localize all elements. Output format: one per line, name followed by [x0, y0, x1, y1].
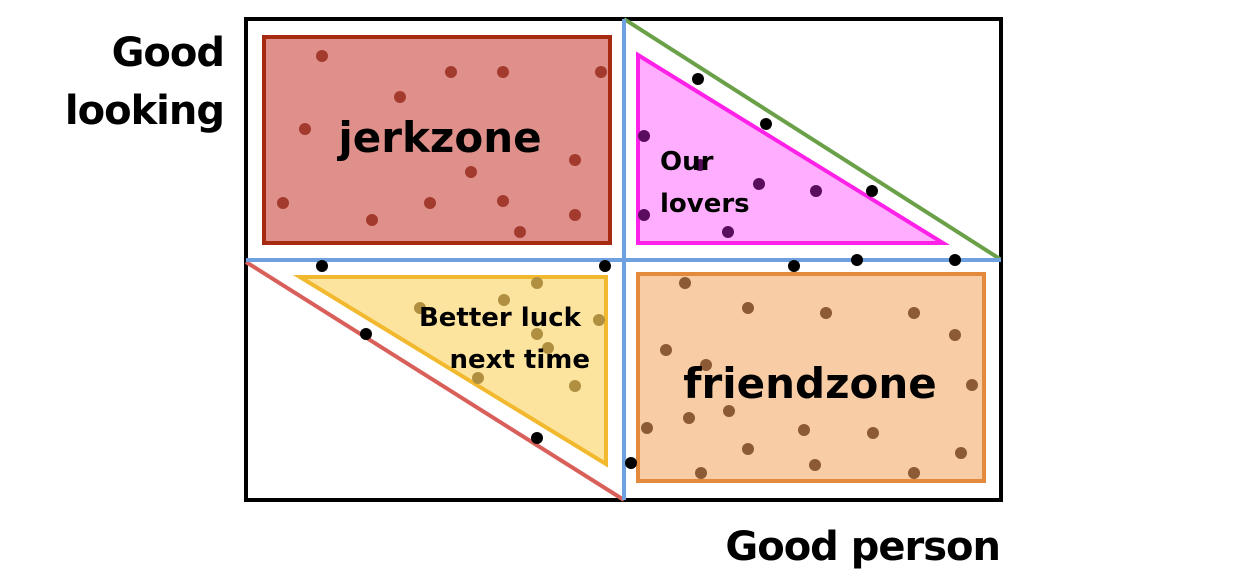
lovers-dot [638, 130, 650, 142]
friendzone-dot [742, 302, 754, 314]
better-luck-label: Better luck next time [419, 303, 590, 375]
upper-diagonal-line [622, 17, 1002, 261]
friendzone-dot [908, 307, 920, 319]
friendzone-dot [966, 379, 978, 391]
friendzone-dot [798, 424, 810, 436]
friendzone-dot [955, 447, 967, 459]
lovers-label: Our lovers [660, 147, 750, 219]
jerkzone-dot [497, 66, 509, 78]
scatter-dot [760, 118, 772, 130]
friendzone-dot [695, 467, 707, 479]
scatter-dot [866, 185, 878, 197]
better-luck-dot [531, 277, 543, 289]
friendzone-dot [660, 344, 672, 356]
jerkzone-dot [497, 195, 509, 207]
friendzone-dot [742, 443, 754, 455]
better-luck-dot [569, 380, 581, 392]
friendzone-dot [723, 405, 735, 417]
better-luck-dot [472, 372, 484, 384]
friendzone-dot [867, 427, 879, 439]
lovers-label-line-2: lovers [660, 189, 750, 219]
better-luck-dot [531, 328, 543, 340]
lovers-label-line-1: Our [660, 147, 714, 177]
friendzone-dot [683, 412, 695, 424]
friendzone-dot [679, 277, 691, 289]
friendzone-dot [949, 329, 961, 341]
scatter-dot [692, 73, 704, 85]
better-luck-dot [593, 314, 605, 326]
lovers-dot [694, 159, 706, 171]
jerkzone-dot [316, 50, 328, 62]
y-axis-label: Good looking [60, 24, 225, 140]
friendzone-dot [908, 467, 920, 479]
better-luck-dot [414, 302, 426, 314]
scatter-dot [599, 260, 611, 272]
scatter-dot [531, 432, 543, 444]
better-luck-label-line-2: next time [450, 345, 590, 375]
lovers-dot [638, 209, 650, 221]
jerkzone-dot [445, 66, 457, 78]
friendzone-dot [820, 307, 832, 319]
better-luck-dot [542, 342, 554, 354]
jerkzone-dot [366, 214, 378, 226]
jerkzone-dot [569, 209, 581, 221]
lovers-dot [753, 178, 765, 190]
jerkzone-dot [424, 197, 436, 209]
better-luck-label-line-1: Better luck [419, 303, 582, 333]
better-luck-dot [498, 294, 510, 306]
jerkzone-dot [394, 91, 406, 103]
scatter-dot [851, 254, 863, 266]
dots-layer [277, 50, 978, 479]
y-axis-label-line-1: Good [111, 30, 225, 76]
jerkzone-area [262, 35, 612, 245]
scatter-dot [316, 260, 328, 272]
friendzone-label: friendzone [683, 359, 937, 408]
friendzone-area [636, 272, 986, 483]
jerkzone-label: jerkzone [336, 113, 541, 162]
jerkzone-dot [569, 154, 581, 166]
jerkzone-dot [299, 123, 311, 135]
scatter-dot [949, 254, 961, 266]
lovers-area [636, 51, 951, 245]
jerkzone-dot [514, 226, 526, 238]
lower-diagonal-line [244, 260, 626, 502]
friendzone-dot [641, 422, 653, 434]
jerkzone-dot [277, 197, 289, 209]
scatter-dot [360, 328, 372, 340]
y-axis-label-line-2: looking [64, 88, 225, 134]
scatter-dot [625, 457, 637, 469]
lovers-dot [810, 185, 822, 197]
lovers-dot [722, 226, 734, 238]
better-luck-area [292, 275, 608, 468]
friendzone-dot [809, 459, 821, 471]
scatter-dot [788, 260, 800, 272]
jerkzone-dot [465, 166, 477, 178]
jerkzone-dot [595, 66, 607, 78]
friendzone-dot [700, 359, 712, 371]
x-axis-label: Good person [725, 524, 1001, 570]
